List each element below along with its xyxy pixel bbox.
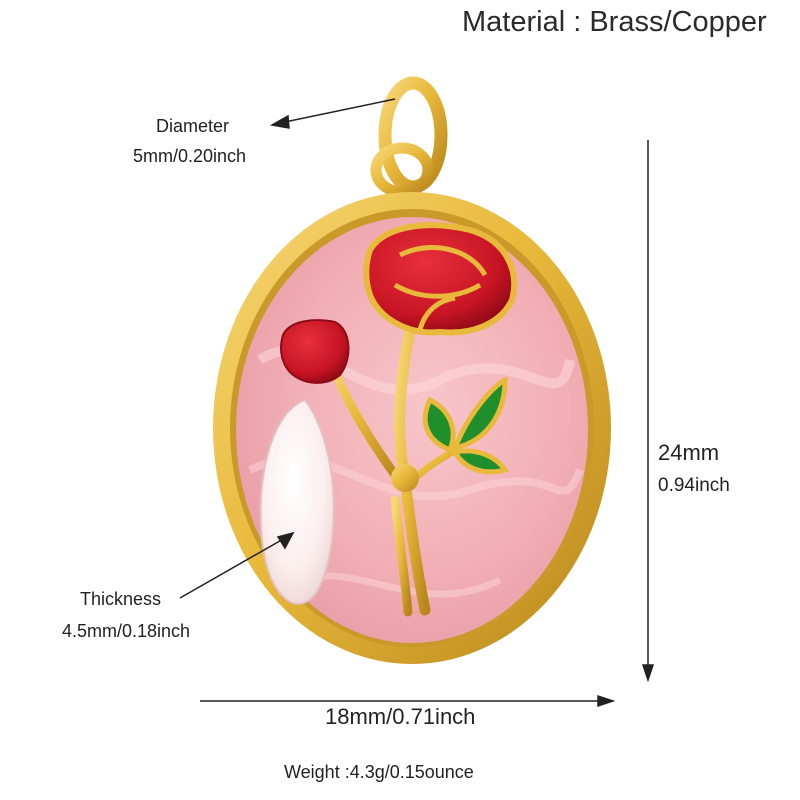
diameter-value: 5mm/0.20inch	[133, 146, 247, 166]
rose	[363, 222, 518, 336]
thickness-label: Thickness	[80, 589, 162, 609]
stem-knot	[391, 464, 419, 492]
height-inch-label: 0.94inch	[658, 475, 730, 496]
pearl	[259, 398, 335, 605]
height-mm-label: 24mm	[658, 440, 720, 465]
diameter-label: Diameter	[156, 116, 230, 136]
weight-label: Weight :4.3g/0.15ounce	[284, 762, 474, 782]
material-title: Material : Brass/Copper	[462, 6, 767, 38]
width-label: 18mm/0.71inch	[325, 704, 476, 729]
leaves	[422, 375, 510, 475]
dimension-arrows	[179, 98, 655, 708]
jump-ring	[370, 76, 448, 198]
thickness-value: 4.5mm/0.18inch	[62, 621, 191, 641]
tulip-bud	[279, 319, 350, 384]
